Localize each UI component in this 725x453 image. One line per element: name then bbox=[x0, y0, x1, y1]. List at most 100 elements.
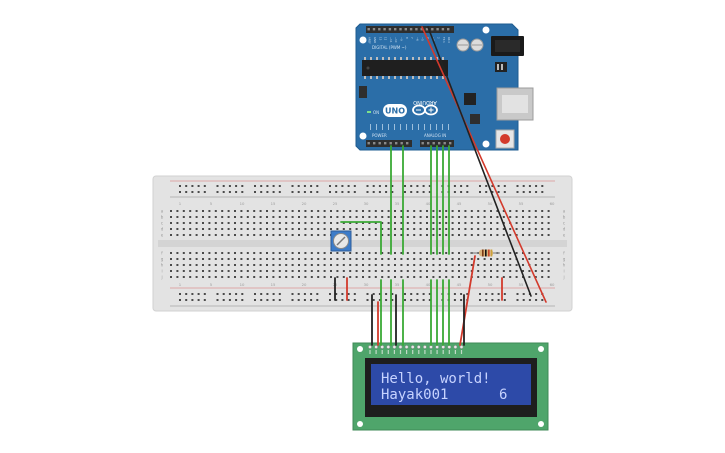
breadboard-hole[interactable] bbox=[368, 228, 371, 230]
breadboard-hole[interactable] bbox=[221, 210, 224, 212]
rail-hole[interactable] bbox=[291, 293, 294, 295]
breadboard-hole[interactable] bbox=[170, 252, 172, 254]
breadboard-hole[interactable] bbox=[227, 270, 230, 272]
rail-hole[interactable] bbox=[416, 191, 419, 193]
breadboard-hole[interactable] bbox=[221, 270, 224, 272]
rail-hole[interactable] bbox=[191, 293, 194, 295]
breadboard-hole[interactable] bbox=[182, 216, 185, 218]
rail-hole[interactable] bbox=[260, 185, 263, 187]
breadboard-hole[interactable] bbox=[304, 258, 307, 260]
breadboard-hole[interactable] bbox=[355, 228, 358, 230]
breadboard-hole[interactable] bbox=[419, 270, 422, 272]
breadboard-hole[interactable] bbox=[400, 276, 403, 278]
rail-hole[interactable] bbox=[222, 185, 225, 187]
rail-hole[interactable] bbox=[335, 293, 338, 295]
rail-hole[interactable] bbox=[278, 191, 281, 193]
breadboard-hole[interactable] bbox=[195, 234, 198, 236]
digital-pin[interactable] bbox=[394, 28, 397, 31]
breadboard-hole[interactable] bbox=[259, 216, 262, 218]
breadboard-hole[interactable] bbox=[272, 228, 275, 230]
breadboard-hole[interactable] bbox=[451, 228, 454, 230]
rail-hole[interactable] bbox=[516, 191, 519, 193]
breadboard-hole[interactable] bbox=[323, 252, 326, 254]
breadboard-hole[interactable] bbox=[362, 234, 364, 236]
breadboard-hole[interactable] bbox=[496, 234, 499, 236]
rail-hole[interactable] bbox=[316, 185, 319, 187]
rail-hole[interactable] bbox=[260, 293, 263, 295]
breadboard-hole[interactable] bbox=[502, 264, 505, 266]
rail-hole[interactable] bbox=[541, 191, 544, 193]
breadboard-hole[interactable] bbox=[266, 258, 268, 260]
breadboard-hole[interactable] bbox=[541, 264, 544, 266]
breadboard-hole[interactable] bbox=[182, 234, 185, 236]
breadboard-hole[interactable] bbox=[349, 222, 352, 224]
breadboard-hole[interactable] bbox=[406, 276, 409, 278]
breadboard-hole[interactable] bbox=[522, 222, 524, 224]
breadboard-hole[interactable] bbox=[182, 270, 185, 272]
breadboard-hole[interactable] bbox=[355, 222, 358, 224]
power-pin[interactable] bbox=[378, 142, 381, 145]
rail-hole[interactable] bbox=[197, 185, 200, 187]
rail-hole[interactable] bbox=[347, 191, 350, 193]
breadboard-hole[interactable] bbox=[176, 228, 179, 230]
breadboard-hole[interactable] bbox=[438, 228, 441, 230]
breadboard-hole[interactable] bbox=[522, 234, 524, 236]
breadboard-hole[interactable] bbox=[368, 222, 371, 224]
breadboard-hole[interactable] bbox=[291, 210, 294, 212]
breadboard-hole[interactable] bbox=[477, 222, 480, 224]
breadboard-hole[interactable] bbox=[534, 210, 537, 212]
breadboard-hole[interactable] bbox=[170, 270, 172, 272]
rail-hole[interactable] bbox=[460, 191, 463, 193]
breadboard-hole[interactable] bbox=[208, 222, 211, 224]
power-pin[interactable] bbox=[373, 142, 376, 145]
rail-hole[interactable] bbox=[241, 299, 244, 301]
breadboard-hole[interactable] bbox=[509, 216, 512, 218]
breadboard-hole[interactable] bbox=[464, 216, 467, 218]
breadboard-hole[interactable] bbox=[266, 228, 268, 230]
breadboard-hole[interactable] bbox=[304, 252, 307, 254]
rail-hole[interactable] bbox=[503, 191, 506, 193]
breadboard-hole[interactable] bbox=[541, 216, 544, 218]
breadboard-hole[interactable] bbox=[522, 270, 524, 272]
breadboard-hole[interactable] bbox=[336, 270, 339, 272]
rail-hole[interactable] bbox=[522, 299, 525, 301]
breadboard-hole[interactable] bbox=[490, 276, 492, 278]
breadboard-hole[interactable] bbox=[534, 234, 537, 236]
breadboard-hole[interactable] bbox=[291, 276, 294, 278]
rail-hole[interactable] bbox=[372, 191, 375, 193]
breadboard-hole[interactable] bbox=[451, 216, 454, 218]
rail-hole[interactable] bbox=[485, 185, 488, 187]
breadboard-hole[interactable] bbox=[502, 210, 505, 212]
rail-hole[interactable] bbox=[404, 299, 406, 301]
rail-hole[interactable] bbox=[428, 293, 431, 295]
breadboard-hole[interactable] bbox=[374, 276, 377, 278]
lcd-pin[interactable] bbox=[368, 345, 372, 349]
breadboard-hole[interactable] bbox=[381, 270, 384, 272]
breadboard-hole[interactable] bbox=[272, 258, 275, 260]
rail-hole[interactable] bbox=[303, 299, 306, 301]
breadboard-hole[interactable] bbox=[246, 234, 249, 236]
breadboard-hole[interactable] bbox=[413, 222, 416, 224]
breadboard-hole[interactable] bbox=[381, 276, 384, 278]
rail-hole[interactable] bbox=[516, 299, 519, 301]
rail-hole[interactable] bbox=[335, 191, 338, 193]
rail-hole[interactable] bbox=[522, 293, 525, 295]
rail-hole[interactable] bbox=[278, 185, 281, 187]
rail-hole[interactable] bbox=[329, 299, 331, 301]
breadboard-hole[interactable] bbox=[202, 216, 204, 218]
digital-pin[interactable] bbox=[378, 28, 381, 31]
breadboard-hole[interactable] bbox=[246, 216, 249, 218]
digital-pin[interactable] bbox=[415, 28, 418, 31]
breadboard-hole[interactable] bbox=[426, 228, 428, 230]
breadboard-hole[interactable] bbox=[438, 222, 441, 224]
breadboard-hole[interactable] bbox=[170, 222, 172, 224]
breadboard-hole[interactable] bbox=[502, 276, 505, 278]
rail-hole[interactable] bbox=[410, 293, 413, 295]
breadboard-hole[interactable] bbox=[490, 234, 492, 236]
rail-hole[interactable] bbox=[497, 185, 500, 187]
breadboard-hole[interactable] bbox=[406, 252, 409, 254]
breadboard-hole[interactable] bbox=[458, 210, 460, 212]
breadboard-hole[interactable] bbox=[176, 234, 179, 236]
breadboard-hole[interactable] bbox=[342, 228, 345, 230]
breadboard-hole[interactable] bbox=[298, 276, 300, 278]
